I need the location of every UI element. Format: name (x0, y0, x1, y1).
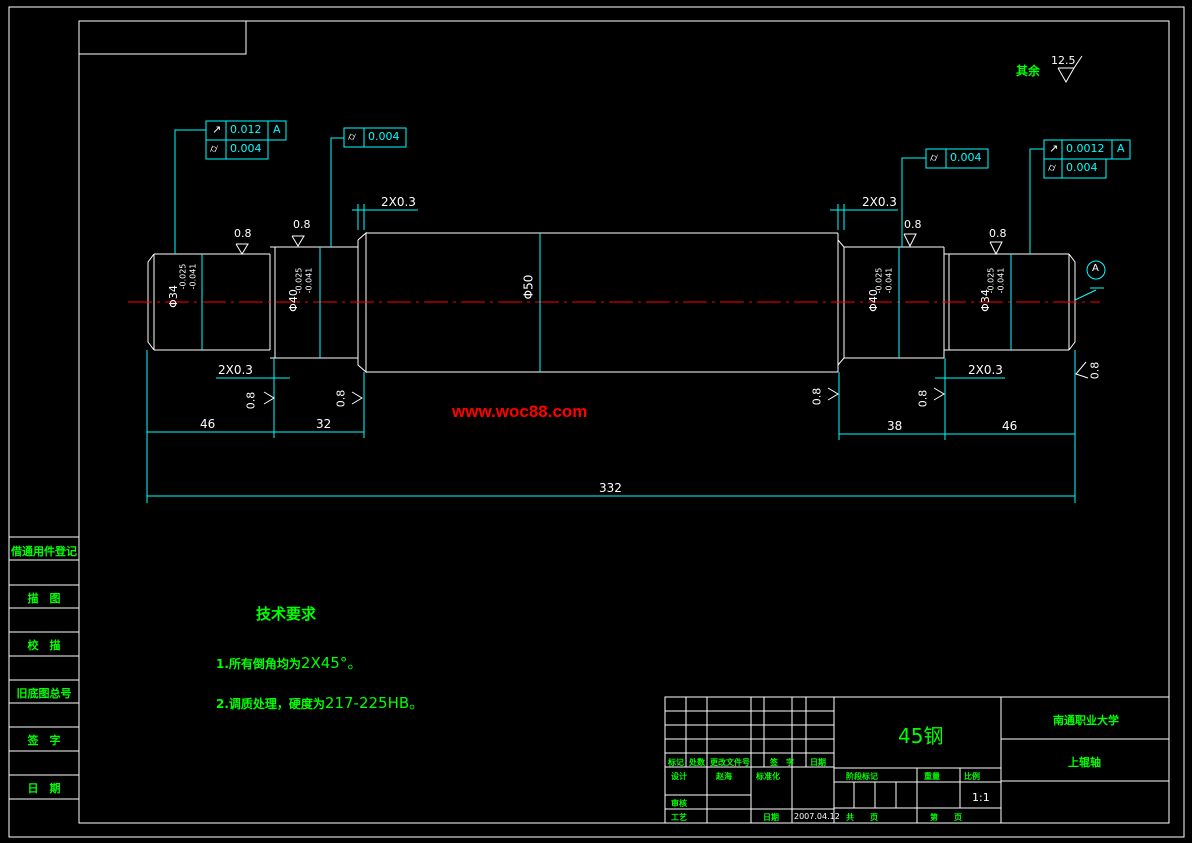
tol-value: 0.004 (368, 130, 400, 143)
tb-design-name: 赵海 (716, 772, 732, 781)
title-block-grid (664, 696, 1170, 824)
dim-total-length: 332 (599, 481, 622, 495)
finish-label: 0.8 (334, 389, 348, 408)
tech-req-item-1: 1.所有倒角均为2X45°。 (216, 652, 362, 673)
tol-value: 0.004 (950, 151, 982, 164)
tb-date: 2007.04.12 (794, 812, 840, 821)
datum-ref: A (273, 123, 281, 136)
outer-border (8, 6, 1185, 838)
datum-label: A (1092, 263, 1099, 274)
tb-header-sign: 签 字 (770, 758, 794, 767)
tol-value: 0.004 (230, 142, 262, 155)
tech-req-item-2: 2.调质处理，硬度为217-225HB。 (216, 692, 424, 713)
finish-label: 0.8 (1088, 361, 1102, 380)
tol-lower: -0.041 (996, 267, 1006, 294)
side-label: 日 期 (27, 782, 61, 795)
finish-label: 0.8 (234, 227, 252, 240)
shaft-outline (147, 231, 1076, 374)
tol-value: 0.012 (230, 123, 262, 136)
side-label: 签 字 (27, 734, 61, 747)
dim-left-shoulder: 32 (316, 417, 332, 431)
tb-header-count: 处数 (689, 758, 705, 767)
dim-right-end: 46 (1002, 419, 1018, 433)
tol-upper: -0.025 (874, 267, 884, 294)
finish-label: 0.8 (244, 391, 258, 410)
surface-finish-marks (235, 55, 1089, 405)
tech-req-item-2-value: 217-225HB。 (324, 694, 425, 712)
tol-upper: -0.025 (294, 267, 304, 294)
tol-value: 0.004 (1066, 161, 1098, 174)
surface-finish-other-label: 其余 (1016, 64, 1041, 78)
tb-review: 审核 (671, 799, 687, 808)
dimension-lines (146, 129, 1104, 503)
datum-ref: A (1117, 142, 1125, 155)
cylindricity-icon: ⌭ (348, 130, 356, 143)
surface-finish-value: 12.5 (1051, 54, 1076, 67)
tb-stage-mark: 阶段标记 (846, 772, 878, 781)
school-name: 南通职业大学 (1053, 714, 1119, 727)
tb-header-file: 更改文件号 (710, 758, 750, 767)
tb-sheets-total: 共 页 (846, 813, 878, 822)
dim-center-diameter: Φ50 (521, 274, 536, 300)
cylindricity-icon: ⌭ (930, 151, 938, 164)
corner-box (79, 21, 247, 55)
tol-upper: -0.025 (178, 263, 188, 290)
side-label: 借通用件登记 (11, 545, 77, 558)
cylindricity-icon: ⌭ (210, 142, 218, 155)
finish-label: 0.8 (916, 389, 930, 408)
tb-sheet-no: 第 页 (930, 813, 962, 822)
side-label: 校 描 (27, 639, 61, 652)
tech-req-title: 技术要求 (256, 605, 317, 623)
runout-icon: ↗ (212, 123, 222, 136)
tb-header-date: 日期 (810, 758, 826, 767)
tech-req-item-2-text: 2.调质处理，硬度为 (216, 697, 325, 711)
inner-border (78, 20, 1170, 824)
tol-upper: -0.025 (986, 267, 996, 294)
tech-req-item-1-text: 1.所有倒角均为 (216, 657, 301, 671)
dim-left-end: 46 (200, 417, 216, 431)
tolerance-frames (205, 120, 1131, 280)
watermark: www.woc88.com (452, 402, 588, 421)
dim-chamfer: 2X0.3 (968, 363, 1003, 377)
dim-chamfer: 2X0.3 (218, 363, 253, 377)
part-name: 上辊轴 (1068, 756, 1101, 769)
side-label: 描 图 (27, 592, 61, 605)
tb-weight: 重量 (924, 772, 940, 781)
dim-right-shoulder: 38 (887, 419, 903, 433)
dim-chamfer: 2X0.3 (862, 195, 897, 209)
side-label: 旧底图总号 (16, 687, 72, 700)
tb-header-mark: 标记 (668, 758, 684, 767)
tol-lower: -0.041 (188, 263, 198, 290)
finish-label: 0.8 (989, 227, 1007, 240)
tol-lower: -0.041 (304, 267, 314, 294)
finish-label: 0.8 (293, 218, 311, 231)
finish-label: 0.8 (904, 218, 922, 231)
scale-value: 1:1 (972, 791, 990, 804)
material-label: 45钢 (898, 724, 944, 748)
tb-ratio: 比例 (964, 772, 980, 781)
tb-date-label: 日期 (763, 813, 779, 822)
finish-label: 0.8 (810, 387, 824, 406)
tol-value: 0.0012 (1066, 142, 1105, 155)
tech-req-item-1-value: 2X45°。 (300, 654, 363, 672)
runout-icon: ↗ (1049, 142, 1059, 155)
cylindricity-icon: ⌭ (1048, 161, 1056, 174)
dim-chamfer: 2X0.3 (381, 195, 416, 209)
tb-design: 设计 (671, 772, 687, 781)
tb-process: 工艺 (671, 813, 687, 822)
tol-lower: -0.041 (884, 267, 894, 294)
side-panel-grid (9, 536, 79, 800)
tb-standardization: 标准化 (756, 772, 780, 781)
